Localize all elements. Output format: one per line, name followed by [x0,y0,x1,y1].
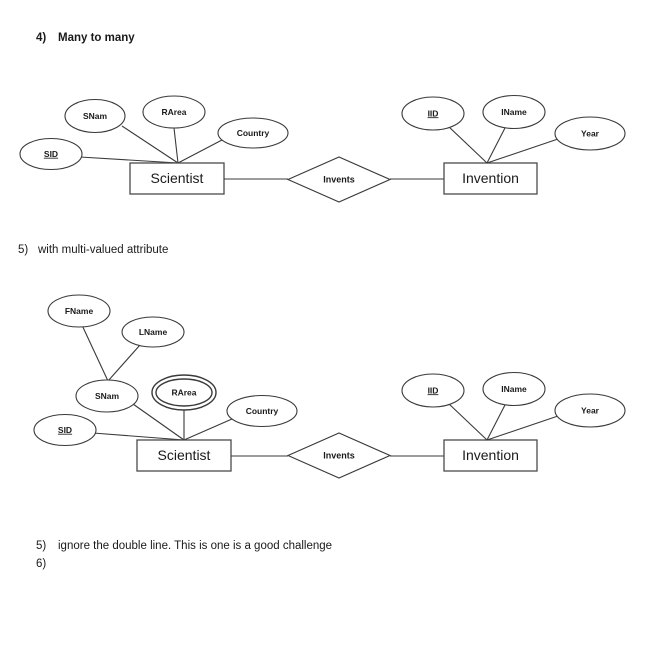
note-six: 6) [36,556,58,572]
attribute-snam-1-label: SNam [83,111,108,121]
attribute-iid-2 [401,373,465,408]
attribute-iid-2-label: IID [428,385,439,395]
heading-many-to-many: 4) Many to many [36,30,135,46]
attribute-iid-1-label: IID [428,108,439,118]
attribute-fname-2 [47,294,111,328]
attribute-iname-2 [482,371,546,407]
attribute-snam-1 [64,98,126,134]
attribute-lname-2-label: LName [139,327,168,337]
attribute-sid-2-label: SID [58,425,72,435]
attribute-sid-1-label: SID [44,149,58,159]
link-snam-scientist-1 [121,125,179,164]
attribute-iname-1 [482,94,546,130]
link-iname-invention-1 [486,125,507,164]
attribute-rarea-2-inner [155,378,213,407]
entity-scientist-1 [129,162,225,195]
link-year-invention-1 [486,138,559,164]
entity-scientist-2 [136,439,232,472]
entity-invention-1-label: Invention [462,170,519,186]
attribute-iname-1-label: IName [501,107,527,117]
attribute-year-1 [554,116,626,151]
attribute-iid-1 [401,96,465,131]
attribute-rarea-1 [142,95,206,129]
entity-scientist-1-label: Scientist [151,170,204,186]
heading-5-number: 5) [18,244,29,256]
attribute-sid-2 [33,413,97,447]
attribute-country-2-label: Country [246,406,279,416]
link-snam-scientist-2 [132,403,185,441]
link-iname-invention-2 [486,402,507,441]
link-rarea-scientist-1 [173,127,179,164]
attribute-year-2 [554,393,626,428]
link-iid-invention-2 [447,402,488,441]
entity-invention-2 [443,439,538,472]
attribute-snam-2 [75,379,139,413]
attribute-rarea-1-label: RArea [161,107,186,117]
relationship-invents-1-label: Invents [323,174,355,184]
note-5-number: 5) [36,540,47,552]
attribute-lname-2 [121,316,185,348]
heading-5-text: with multi-valued attribute [38,244,169,256]
link-sid-scientist-1 [79,156,179,164]
entity-scientist-2-label: Scientist [158,447,211,463]
link-year-invention-2 [486,415,559,441]
attribute-snam-2-label: SNam [95,391,120,401]
attribute-fname-2-label: FName [65,306,94,316]
note-5-text: ignore the double line. This is one is a… [58,540,333,552]
relationship-invents-2-label: Invents [323,450,355,460]
heading-4-text: Many to many [58,32,135,44]
entity-invention-1 [443,162,538,195]
attribute-year-1-label: Year [581,128,600,138]
link-lname-snam-2 [107,344,141,382]
heading-multivalued-attribute: 5) with multi-valued attribute [18,242,168,258]
attribute-country-1 [217,117,289,149]
attribute-rarea-2-label: RArea [171,387,196,397]
heading-4-number: 4) [36,32,47,44]
note-ignore-double-line: 5) ignore the double line. This is one is… [36,538,332,554]
link-country-scientist-2 [183,418,233,441]
link-iid-invention-1 [447,125,488,164]
attribute-country-1-label: Country [237,128,270,138]
link-country-scientist-1 [177,139,223,164]
attribute-country-2 [226,394,298,428]
link-sid-scientist-2 [92,432,185,441]
note-6-number: 6) [36,558,47,570]
attribute-sid-1 [19,137,83,171]
link-fname-snam-2 [80,322,109,382]
entity-invention-2-label: Invention [462,447,519,463]
attribute-iname-2-label: IName [501,384,527,394]
attribute-year-2-label: Year [581,405,600,415]
